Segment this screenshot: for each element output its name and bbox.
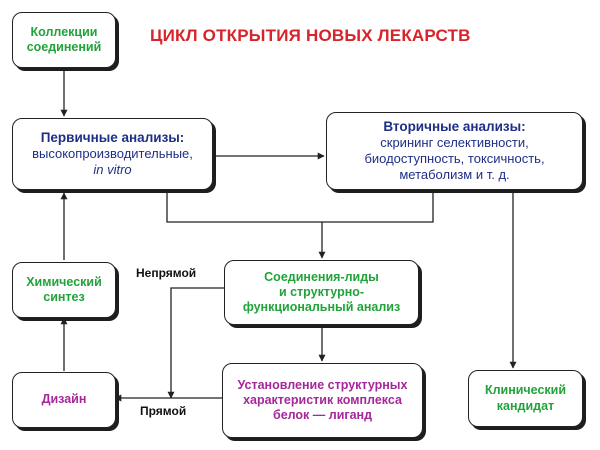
primary-line1: высокопроизводительные, (32, 146, 193, 162)
indirect-label: Непрямой (136, 266, 197, 280)
primary-line2: in vitro (93, 162, 132, 178)
secondary-line3: метаболизм и т. д. (399, 167, 510, 183)
clinical-line1: Клинический (484, 383, 567, 398)
chem-synthesis-line1: Химический (26, 274, 102, 289)
structural-box: Установление структурных характеристик к… (222, 363, 423, 438)
primary-assays-box: Первичные анализы: высокопроизводительны… (12, 118, 213, 190)
structural-line2: характеристик комплекса (243, 392, 402, 407)
direct-label: Прямой (140, 404, 187, 418)
design-line1: Дизайн (41, 392, 87, 407)
secondary-assays-box: Вторичные анализы: скрининг селективност… (326, 112, 583, 190)
leads-line2: и структурно- (278, 284, 365, 299)
collections-line2: соединений (26, 40, 102, 54)
collections-box: Коллекции соединений (12, 12, 116, 68)
secondary-line1: скрининг селективности, (380, 135, 529, 151)
leads-box: Соединения-лиды и структурно- функционал… (224, 260, 419, 325)
clinical-candidate-box: Клинический кандидат (468, 370, 583, 427)
clinical-line2: кандидат (496, 398, 555, 413)
diagram-title: ЦИКЛ ОТКРЫТИЯ НОВЫХ ЛЕКАРСТВ (150, 26, 471, 45)
arrow-indirect (167, 287, 224, 399)
chem-synthesis-line2: синтез (43, 290, 85, 304)
primary-header: Первичные анализы: (40, 129, 185, 145)
arrow-merge-to-leads (166, 191, 434, 223)
structural-line3: белок — лиганд (272, 408, 373, 423)
secondary-header: Вторичные анализы: (383, 118, 526, 134)
leads-line1: Соединения-лиды (264, 269, 379, 284)
design-box: Дизайн (12, 372, 116, 428)
collections-line1: Коллекции (30, 24, 98, 39)
chem-synthesis-box: Химический синтез (12, 262, 116, 318)
leads-line3: функциональный анализ (242, 300, 401, 315)
structural-line1: Установление структурных (237, 377, 408, 392)
secondary-line2: биодоступность, токсичность, (364, 151, 545, 167)
